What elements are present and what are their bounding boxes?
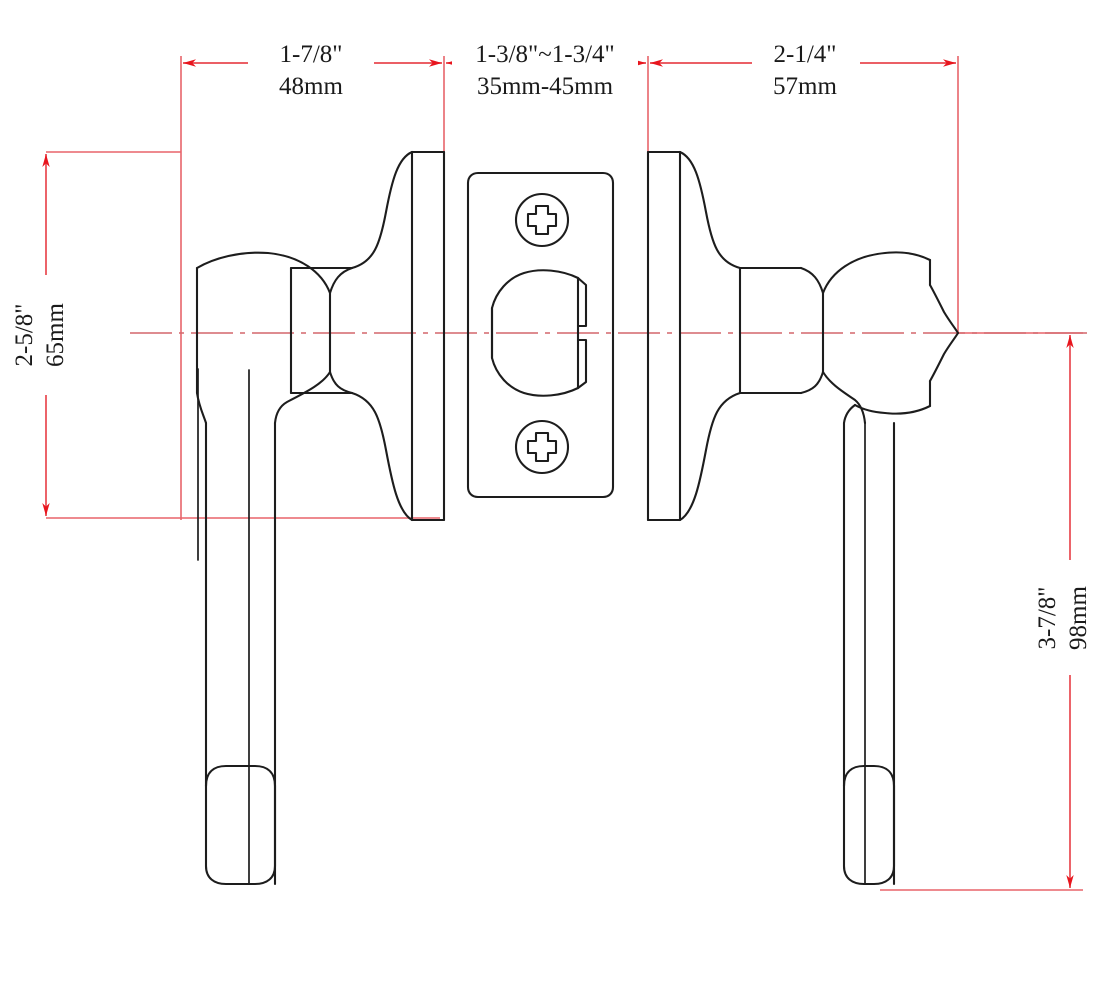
dim-top-center-metric: 35mm-45mm (477, 73, 614, 100)
text-masks (248, 44, 860, 68)
latch-bolt (490, 269, 588, 397)
top-dimension-labels-front: 1-7/8" 1-3/8"~1-3/4" 2-1/4" (280, 41, 837, 68)
dim-top-center-imperial-fg: 1-3/8"~1-3/4" (475, 41, 614, 68)
extension-lines (180, 56, 959, 520)
dim-top-right-imperial-fg: 2-1/4" (774, 41, 837, 68)
dim-top-left-imperial-fg: 1-7/8" (280, 41, 343, 68)
phillips-screw-bottom (514, 419, 570, 475)
latch-faceplate (466, 171, 615, 499)
dim-top-right-metric: 57mm (773, 73, 837, 100)
dim-right-vertical-imperial: 3-7/8" (1034, 587, 1061, 650)
dim-left-vertical-metric: 65mm (42, 303, 69, 367)
dim-left-vertical-imperial: 2-5/8" (11, 304, 38, 367)
right-vertical-dimension: 3-7/8" 98mm (880, 332, 1092, 891)
left-vertical-dimension: 2-5/8" 65mm (11, 151, 440, 519)
dim-right-vertical-metric: 98mm (1065, 586, 1092, 650)
right-lever-handle (646, 150, 960, 886)
left-lever-handle (195, 150, 446, 886)
phillips-screw-top (514, 192, 570, 248)
dim-top-left-metric: 48mm (279, 73, 343, 100)
